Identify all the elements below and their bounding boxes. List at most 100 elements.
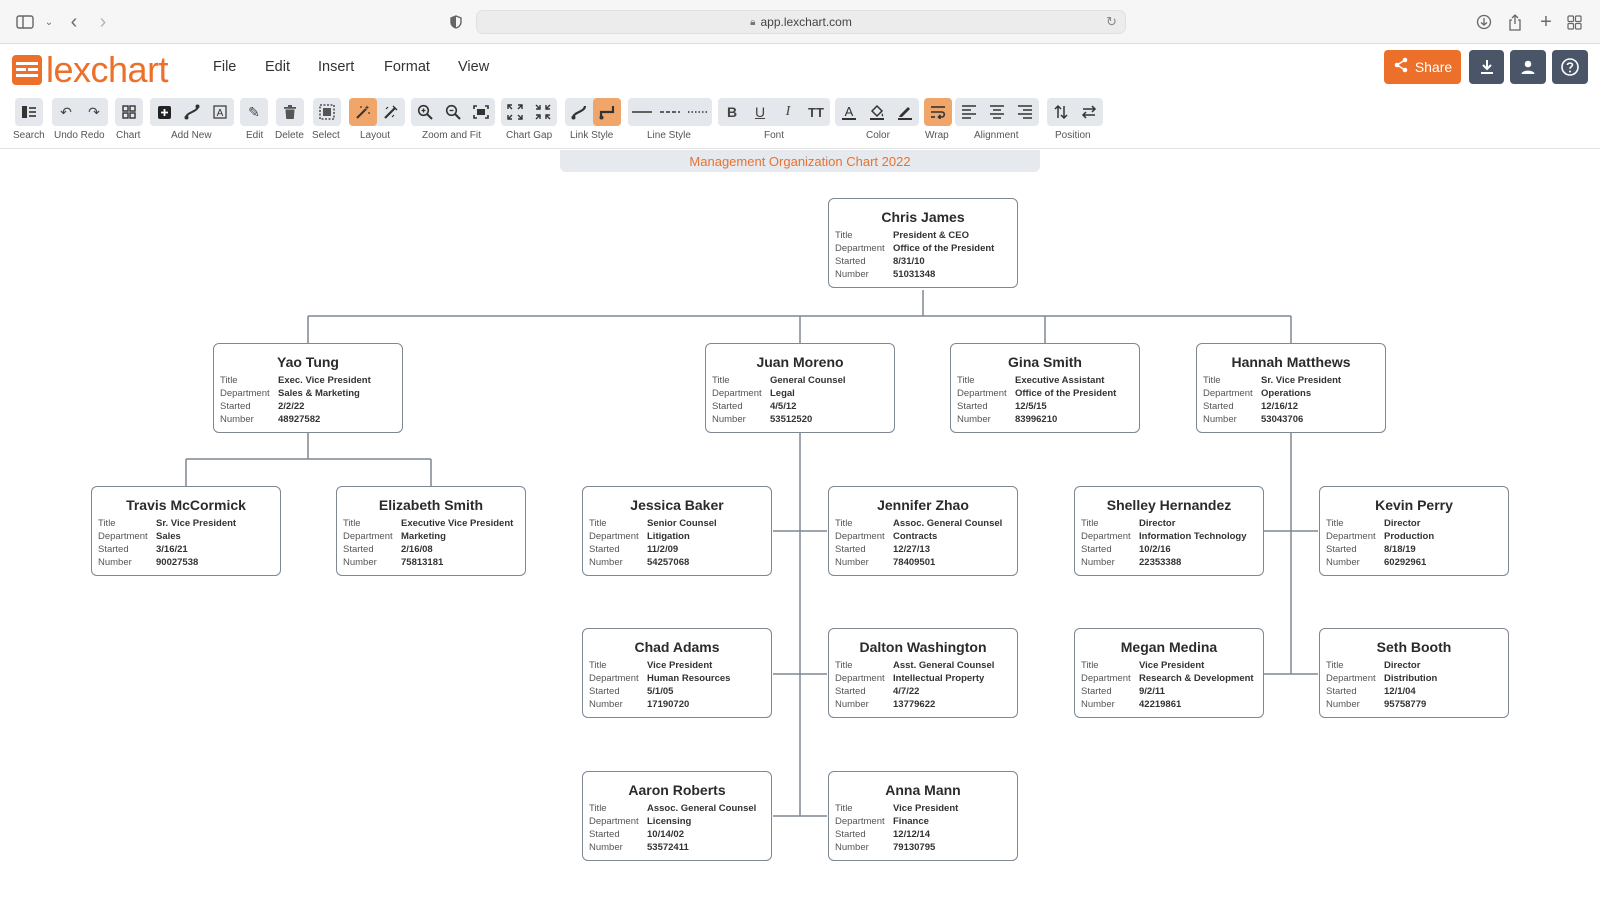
field-value: 53572411 bbox=[647, 842, 689, 853]
chart-group bbox=[115, 98, 143, 126]
field-value: 83996210 bbox=[1015, 414, 1058, 425]
field-label: Title bbox=[712, 375, 730, 386]
delete-group bbox=[276, 98, 304, 126]
svg-text:A: A bbox=[845, 104, 854, 119]
card-name: Chris James bbox=[881, 209, 965, 225]
position-label: Position bbox=[1055, 130, 1091, 141]
add-box-icon[interactable] bbox=[150, 98, 178, 126]
align-right-icon[interactable] bbox=[1011, 98, 1039, 126]
text-size-icon[interactable]: TT bbox=[808, 104, 824, 120]
swap-horizontal-icon[interactable] bbox=[1075, 98, 1103, 126]
fill-color-icon[interactable] bbox=[863, 98, 891, 126]
sidebar-toggle-icon[interactable] bbox=[14, 11, 36, 33]
downloads-icon[interactable] bbox=[1473, 11, 1495, 33]
font-label: Font bbox=[764, 130, 785, 141]
dotted-line-icon[interactable] bbox=[684, 98, 712, 126]
menu-file[interactable]: File bbox=[213, 59, 237, 75]
lexchart-logo[interactable]: lexchart bbox=[12, 52, 169, 88]
zoom-in-icon[interactable] bbox=[411, 98, 439, 126]
align-center-icon[interactable] bbox=[983, 98, 1011, 126]
chart-canvas[interactable]: Management Organization Chart 2022 Chris… bbox=[0, 150, 1600, 900]
compress-icon[interactable] bbox=[529, 98, 557, 126]
chevron-down-icon[interactable]: ⌄ bbox=[44, 16, 54, 28]
underline-icon[interactable]: U bbox=[754, 104, 766, 120]
shield-icon[interactable] bbox=[445, 11, 467, 33]
card-name: Travis McCormick bbox=[126, 497, 246, 513]
zoom-group bbox=[411, 98, 495, 126]
field-label: Started bbox=[1081, 544, 1112, 555]
field-label: Department bbox=[343, 531, 393, 542]
add-new-group: A bbox=[150, 98, 234, 126]
expand-icon[interactable] bbox=[501, 98, 529, 126]
menu-format[interactable]: Format bbox=[384, 59, 430, 75]
search-panel-icon[interactable] bbox=[15, 98, 43, 126]
field-label: Title bbox=[835, 230, 853, 241]
pencil-icon[interactable]: ✎ bbox=[248, 103, 260, 120]
field-label: Title bbox=[589, 518, 607, 529]
dashed-line-icon[interactable] bbox=[656, 98, 684, 126]
fit-screen-icon[interactable] bbox=[467, 98, 495, 126]
wrap-text-icon[interactable] bbox=[924, 98, 952, 126]
font-color-icon[interactable]: A bbox=[835, 98, 863, 126]
account-button[interactable] bbox=[1510, 50, 1546, 84]
bold-icon[interactable]: B bbox=[726, 104, 738, 120]
italic-icon[interactable]: I bbox=[785, 104, 791, 119]
line-color-icon[interactable] bbox=[891, 98, 919, 126]
new-tab-icon[interactable]: + bbox=[1540, 10, 1552, 33]
back-icon[interactable]: ‹ bbox=[70, 10, 78, 33]
field-value: 9/2/11 bbox=[1139, 686, 1165, 697]
chart-title[interactable]: Management Organization Chart 2022 bbox=[560, 150, 1040, 172]
trash-icon[interactable] bbox=[276, 98, 304, 126]
redo-icon[interactable]: ↷ bbox=[88, 103, 100, 120]
field-label: Number bbox=[343, 557, 377, 568]
field-label: Number bbox=[589, 842, 623, 853]
color-group: A bbox=[835, 98, 919, 126]
download-button[interactable] bbox=[1469, 50, 1504, 84]
share-button[interactable]: Share bbox=[1384, 50, 1461, 84]
field-label: Started bbox=[343, 544, 374, 555]
elbow-link-icon[interactable] bbox=[593, 98, 621, 126]
card-name: Elizabeth Smith bbox=[378, 497, 484, 513]
menu-edit[interactable]: Edit bbox=[265, 59, 290, 75]
field-label: Title bbox=[220, 375, 238, 386]
address-bar[interactable]: 🔒︎ app.lexchart.com ↻ bbox=[476, 10, 1126, 34]
menu-insert[interactable]: Insert bbox=[318, 59, 355, 75]
edit-label: Edit bbox=[246, 130, 264, 141]
forward-icon[interactable]: › bbox=[99, 10, 107, 33]
align-left-icon[interactable] bbox=[955, 98, 983, 126]
layout-wand-icon[interactable] bbox=[377, 98, 405, 126]
magic-wand-icon[interactable] bbox=[349, 98, 377, 126]
add-link-icon[interactable] bbox=[178, 98, 206, 126]
solid-line-icon[interactable] bbox=[628, 98, 656, 126]
reload-icon[interactable]: ↻ bbox=[1106, 14, 1117, 29]
swap-vertical-icon[interactable] bbox=[1047, 98, 1075, 126]
add-text-icon[interactable]: A bbox=[206, 98, 234, 126]
help-button[interactable] bbox=[1552, 50, 1588, 84]
undo-icon[interactable]: ↶ bbox=[60, 103, 72, 120]
tab-overview-icon[interactable] bbox=[1563, 11, 1585, 33]
select-icon[interactable] bbox=[313, 98, 341, 126]
field-label: Title bbox=[1326, 518, 1344, 529]
chart-grid-icon[interactable] bbox=[115, 98, 143, 126]
zoom-out-icon[interactable] bbox=[439, 98, 467, 126]
curved-link-icon[interactable] bbox=[565, 98, 593, 126]
share-sheet-icon[interactable] bbox=[1504, 11, 1526, 33]
menu-view[interactable]: View bbox=[458, 59, 490, 75]
